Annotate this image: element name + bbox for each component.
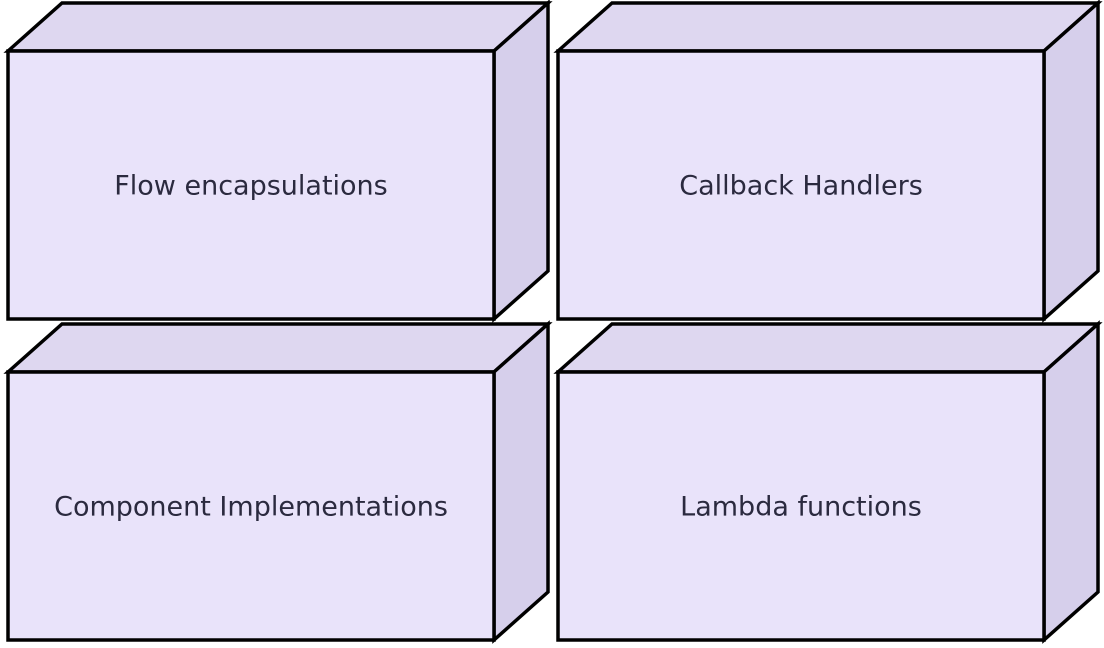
node-callback-handlers: Callback Handlers	[553, 0, 1103, 323]
node-label: Callback Handlers	[679, 171, 923, 202]
node-label: Component Implementations	[54, 492, 448, 523]
node-top-face	[3, 322, 553, 374]
node-side-face	[492, 320, 550, 644]
node-side-face	[1042, 0, 1100, 323]
node-flow-encapsulations: Flow encapsulations	[3, 0, 553, 323]
node-label: Flow encapsulations	[114, 171, 387, 202]
node-lambda-functions: Lambda functions	[553, 320, 1103, 644]
node-front-face	[6, 49, 496, 321]
node-side-face	[492, 0, 550, 323]
node-front-face	[556, 49, 1046, 321]
node-top-face	[3, 1, 553, 53]
node-front-face	[6, 370, 496, 642]
node-label: Lambda functions	[680, 492, 922, 523]
node-top-face	[553, 1, 1103, 53]
node-component-implementations: Component Implementations	[3, 320, 553, 644]
node-top-face	[553, 322, 1103, 374]
node-front-face	[556, 370, 1046, 642]
node-side-face	[1042, 320, 1100, 644]
